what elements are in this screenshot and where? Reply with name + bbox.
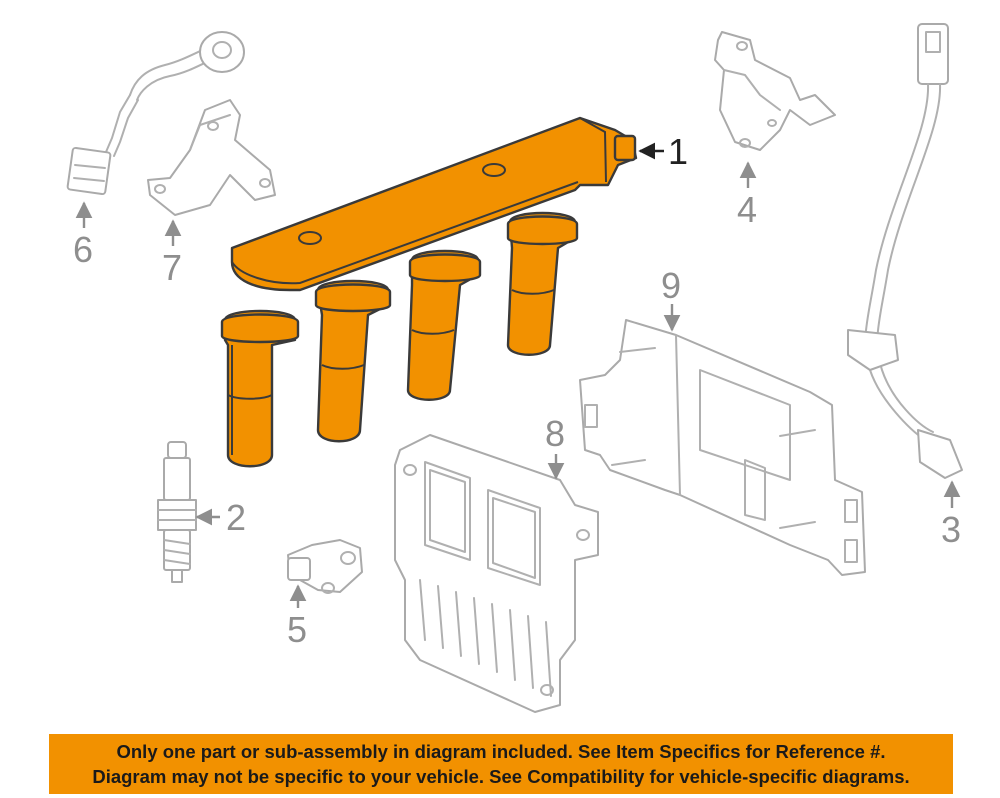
part-3-sensor-harness[interactable] <box>847 23 963 479</box>
disclaimer-banner: Only one part or sub-assembly in diagram… <box>49 734 953 794</box>
part-6-knock-sensor[interactable] <box>66 31 245 196</box>
disclaimer-line-2: Diagram may not be specific to your vehi… <box>92 766 910 787</box>
callout-5-label[interactable]: 5 <box>287 609 307 650</box>
part-8-control-module[interactable] <box>394 434 599 713</box>
callout-1-label[interactable]: 1 <box>668 131 688 172</box>
callout-3-label[interactable]: 3 <box>941 509 961 550</box>
part-1-ignition-coil[interactable] <box>220 116 638 468</box>
callout-7-label[interactable]: 7 <box>162 247 182 288</box>
part-9-mounting-plate[interactable] <box>579 319 866 576</box>
part-4-bracket[interactable] <box>714 31 836 151</box>
part-2-spark-plug[interactable] <box>157 441 197 583</box>
callout-6-label[interactable]: 6 <box>73 229 93 270</box>
part-7-bracket[interactable] <box>147 99 276 216</box>
part-5-cam-sensor[interactable] <box>287 539 363 594</box>
disclaimer-line-1: Only one part or sub-assembly in diagram… <box>116 741 886 762</box>
callout-4-label[interactable]: 4 <box>737 189 757 230</box>
callout-2-label[interactable]: 2 <box>226 497 246 538</box>
callout-8-label[interactable]: 8 <box>545 413 565 454</box>
callout-9-label[interactable]: 9 <box>661 265 681 306</box>
